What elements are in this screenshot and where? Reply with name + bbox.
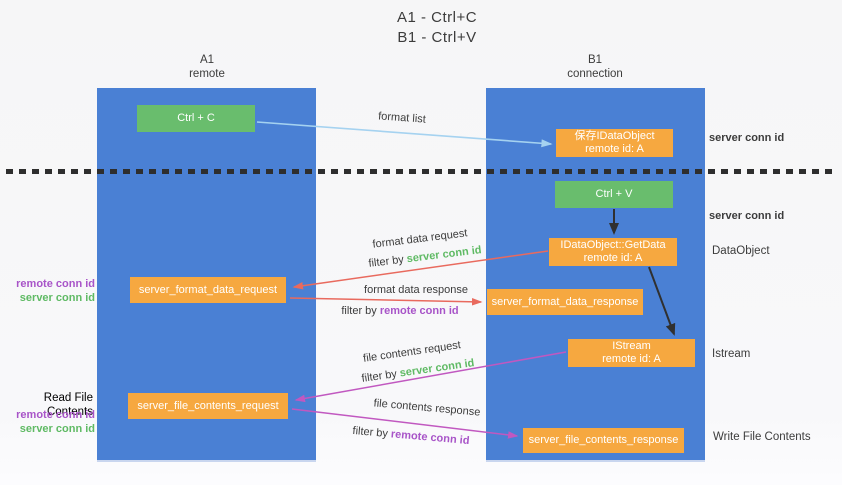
write-file-contents-label: Write File Contents [713,431,811,443]
column-b-role: connection [567,68,623,80]
server-conn-id-right-mid: server conn id [709,210,785,222]
remote-conn-id-left-1: remote conn id [16,278,95,290]
left-conn-id-group-format: remote conn id server conn id [16,277,95,305]
idataobject-getdata-box: IDataObject::GetData remote id: A [549,238,677,266]
ctrl-v-label: Ctrl + V [595,188,633,200]
remote-conn-id-text: remote conn id [379,305,459,317]
server-format-data-response-box: server_format_data_response [487,289,643,315]
save-idataobject-box: 保存IDataObject remote id: A [556,129,673,157]
format-data-response-arrow [289,297,483,306]
column-b-id: B1 [587,54,603,66]
format-data-request-arrow [292,250,549,290]
istream-side-label: Istream [712,348,751,360]
server-file-contents-request-label: server_file_contents_request [137,399,279,412]
server-conn-id-left-2: server conn id [19,423,95,435]
title-line-2: B1 - Ctrl+V [397,29,477,46]
getdata-line1: IDataObject::GetData [560,239,666,251]
format-list-arrow [256,121,553,148]
server-conn-id-right-top: server conn id [709,132,785,144]
file-contents-response-arrow [291,408,519,439]
ctrl-c-label: Ctrl + C [177,112,215,124]
column-a-header: A1 remote [137,53,277,81]
getdata-line2: remote id: A [583,252,643,264]
server-file-contents-request-box: server_file_contents_request [128,393,288,419]
save-idataobject-line1: 保存IDataObject [574,130,655,142]
istream-box: IStream remote id: A [568,339,695,367]
remote-conn-id-left-2: remote conn id [16,409,95,421]
dataobject-side-label: DataObject [712,245,770,257]
server-format-data-request-box: server_format_data_request [130,277,286,303]
server-conn-id-left-1: server conn id [19,292,95,304]
dotted-divider [6,169,832,174]
istream-line2: remote id: A [602,353,661,365]
save-idataobject-line2: remote id: A [585,143,644,155]
ctrl-c-box: Ctrl + C [137,105,255,132]
column-b-header: B1 connection [525,53,665,81]
format-data-response-label: format data response [364,284,468,296]
filter-by-text: filter by [341,305,377,317]
diagram-title: A1 - Ctrl+C B1 - Ctrl+V [337,8,537,48]
title-line-1: A1 - Ctrl+C [396,9,478,26]
server-format-data-request-label: server_format_data_request [138,283,278,296]
ctrl-v-box: Ctrl + V [555,181,673,208]
file-contents-request-arrow [294,351,567,403]
left-conn-id-group-file: remote conn id server conn id [16,408,95,436]
istream-line1: IStream [612,340,651,352]
read-file-contents-label: Read File Contents [43,392,93,418]
column-a-role: remote [189,68,225,80]
server-file-contents-response-box: server_file_contents_response [523,428,684,453]
getdata-to-istream-arrow [648,266,676,336]
server-file-contents-response-label: server_file_contents_response [528,434,679,446]
column-a-id: A1 [199,54,215,66]
server-format-data-response-label: server_format_data_response [491,295,639,308]
